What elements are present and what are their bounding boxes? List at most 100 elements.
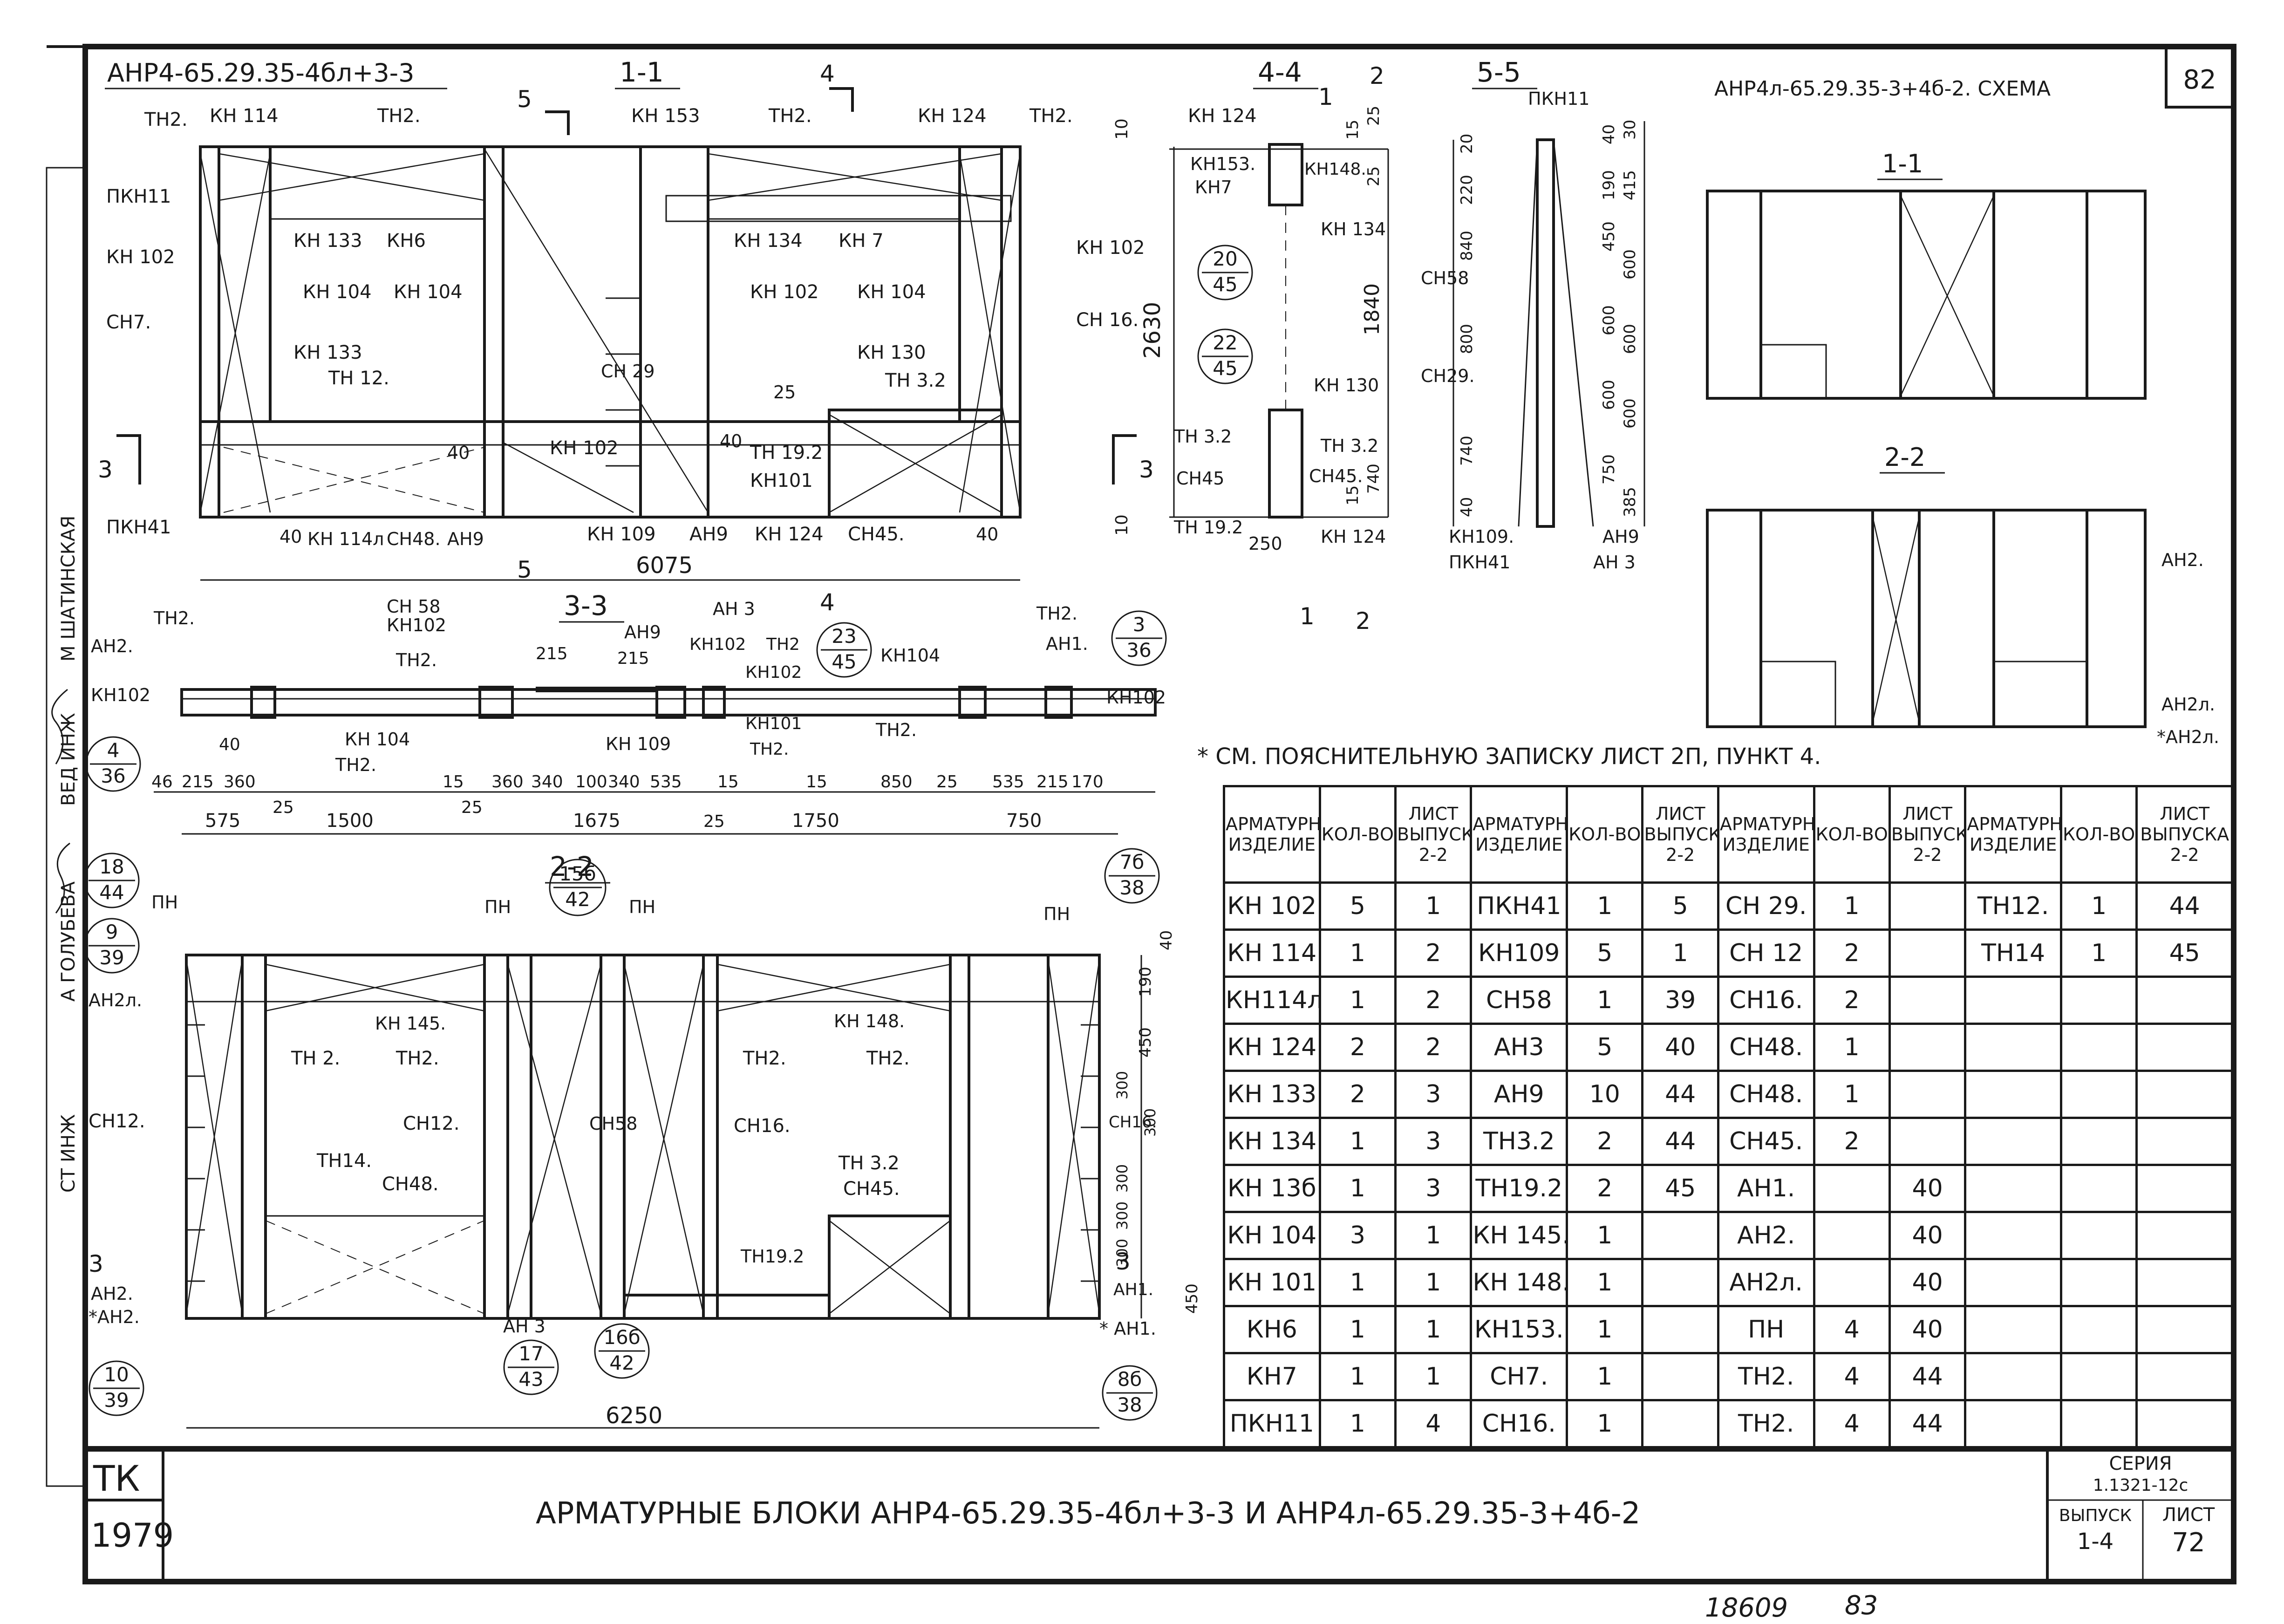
s33-dim-top: 360 xyxy=(224,772,256,792)
s33-dim-top: 340 xyxy=(531,772,563,792)
lbl-kn6: КН6 xyxy=(387,230,426,252)
s55-pkn11: ПКН11 xyxy=(1528,89,1589,109)
table-cell: ПКН11 xyxy=(1223,1399,1321,1448)
table-cell: 2 xyxy=(1566,1117,1644,1166)
cut-5-bot: 5 xyxy=(517,556,532,583)
plan-ref6-den: 42 xyxy=(609,1351,634,1374)
plan-sn48: СН48. xyxy=(382,1174,439,1195)
sheet-value: 72 xyxy=(2172,1528,2205,1558)
plan-dim-300-b: 300 xyxy=(1141,1108,1159,1137)
table-cell: 40 xyxy=(1641,1023,1719,1072)
lbl-kn124: КН 124 xyxy=(918,105,987,127)
lbl-kn7: КН 7 xyxy=(839,230,884,252)
s33-dim-top: 15 xyxy=(443,772,464,792)
s55-dim-800: 800 xyxy=(1458,324,1476,354)
table-cell: СН 29. xyxy=(1717,881,1815,931)
s44-ref1-den: 45 xyxy=(1213,273,1237,296)
table-cell xyxy=(2135,976,2234,1025)
dim-40-a: 40 xyxy=(447,443,470,463)
s44-dim-25-b: 25 xyxy=(1364,166,1383,186)
plan-an1: АН1. xyxy=(1113,1280,1153,1299)
table-cell: СН16. xyxy=(1470,1399,1568,1448)
plan-th2-d: ТН2. xyxy=(866,1048,910,1069)
table-cell: АН1. xyxy=(1717,1164,1815,1213)
table-cell xyxy=(1888,928,1967,978)
lbl-sn7: СН7. xyxy=(106,312,151,333)
table-cell: 1 xyxy=(1318,1352,1397,1401)
section-label-5-5: 5-5 xyxy=(1477,56,1521,88)
dim-height-2630: 2630 xyxy=(1139,302,1166,359)
plan-ref7-num: 10 xyxy=(104,1363,129,1386)
cut-4-top: 4 xyxy=(820,60,835,87)
table-cell xyxy=(2135,1399,2234,1448)
title-block: ТК 1979 АРМАТУРНЫЕ БЛОКИ АНР4-65.29.35-4… xyxy=(85,1446,2234,1582)
table-cell xyxy=(2135,1070,2234,1119)
plan-dim-40: 40 xyxy=(1157,930,1176,950)
s55-sn29: СН29. xyxy=(1421,366,1475,386)
table-cell: 2 xyxy=(1318,1070,1397,1119)
page-number: 83 xyxy=(1845,1590,1878,1621)
table-cell: 1 xyxy=(1566,1211,1644,1260)
table-cell: КН 104 xyxy=(1223,1211,1321,1260)
lbl-kn133-b: КН 133 xyxy=(293,342,362,363)
plan-dim-450-b: 450 xyxy=(1183,1283,1201,1314)
lbl-pkn41: ПКН41 xyxy=(106,517,171,538)
table-cell xyxy=(2135,1352,2234,1401)
lbl-kn109: КН 109 xyxy=(587,524,656,545)
plan-pn-b: ПН xyxy=(484,897,511,917)
s33-dim-top: 535 xyxy=(650,772,682,792)
table-cell: КН 101 xyxy=(1223,1258,1321,1307)
s33-dim-bottom: 1675 xyxy=(573,810,620,832)
table-cell: СН45. xyxy=(1717,1117,1815,1166)
table-cell: СН7. xyxy=(1470,1352,1568,1401)
left-block-title: АНР4-65.29.35-4бл+3-3 xyxy=(107,58,415,88)
cut-2-top: 2 xyxy=(1370,62,1384,89)
s44-th32-a: ТН 3.2 xyxy=(1173,426,1232,447)
table-cell: 1 xyxy=(2059,881,2138,931)
s33-dim-bottom: 25 xyxy=(273,798,294,817)
table-cell: ТН19.2 xyxy=(1470,1164,1568,1213)
table-cell: 1 xyxy=(1394,1352,1473,1401)
s33-dim-215-b: 215 xyxy=(617,649,649,668)
plan-ref8-num: 8б xyxy=(1118,1368,1142,1391)
table-cell: 4 xyxy=(1813,1399,1891,1448)
table-cell: 5 xyxy=(1566,928,1644,978)
plan-th2-a: ТН 2. xyxy=(291,1048,340,1069)
sheet-number-box xyxy=(2165,45,2235,109)
plan-pn-a: ПН xyxy=(151,892,178,913)
table-cell xyxy=(1964,1070,2062,1119)
s55-dim-20: 20 xyxy=(1458,134,1476,154)
plan-sn12-m: СН12. xyxy=(403,1113,460,1134)
plan-ref1-num: 18 xyxy=(99,855,124,878)
sheet-label: ЛИСТ xyxy=(2162,1504,2215,1526)
s33-ref-num: 23 xyxy=(832,625,856,648)
table-cell xyxy=(1888,1070,1967,1119)
table-cell: 1 xyxy=(1394,1305,1473,1354)
reinforcement-schedule: АРМАТУРН ИЗДЕЛИЕ КОЛ-ВО ЛИСТ ВЫПУСКА 2-2… xyxy=(1223,785,2234,1448)
plan-dim-300-c: 300 xyxy=(1113,1164,1131,1193)
lbl-kn102-r: КН 102 xyxy=(1076,237,1145,259)
lbl-kn104-a: КН 104 xyxy=(303,281,372,303)
signature-2 xyxy=(51,689,68,764)
table-cell: 1 xyxy=(1394,881,1473,931)
lbl-th2-c: ТН2. xyxy=(768,105,812,127)
s44-sn45-a: СН45 xyxy=(1176,468,1224,489)
stamp-role-2: ВЕД ИНЖ xyxy=(58,713,79,806)
s44-ref2-num: 22 xyxy=(1213,331,1237,354)
s55-dim-40: 40 xyxy=(1458,497,1476,517)
plan-width-6250: 6250 xyxy=(606,1403,662,1429)
table-cell: 40 xyxy=(1888,1305,1967,1354)
lbl-kn114l: КН 114л xyxy=(307,529,384,549)
stamp-name-2: М ШАТИНСКАЯ xyxy=(58,516,79,662)
table-cell xyxy=(1888,1117,1967,1166)
plan-ref4-den: 38 xyxy=(1119,876,1144,899)
table-cell: 3 xyxy=(1394,1070,1473,1119)
table-cell: 1 xyxy=(1318,1305,1397,1354)
table-cell: 1 xyxy=(1394,1258,1473,1307)
s44-kn148: КН148. xyxy=(1304,160,1366,179)
section-5-5: 5-5 ПКН11 СН58 СН29. КН109. ПКН41 АН9 АН… xyxy=(1421,56,1645,573)
col-header-item: АРМАТУРН ИЗДЕЛИЕ xyxy=(1470,785,1568,884)
lbl-kn133-a: КН 133 xyxy=(293,230,362,252)
